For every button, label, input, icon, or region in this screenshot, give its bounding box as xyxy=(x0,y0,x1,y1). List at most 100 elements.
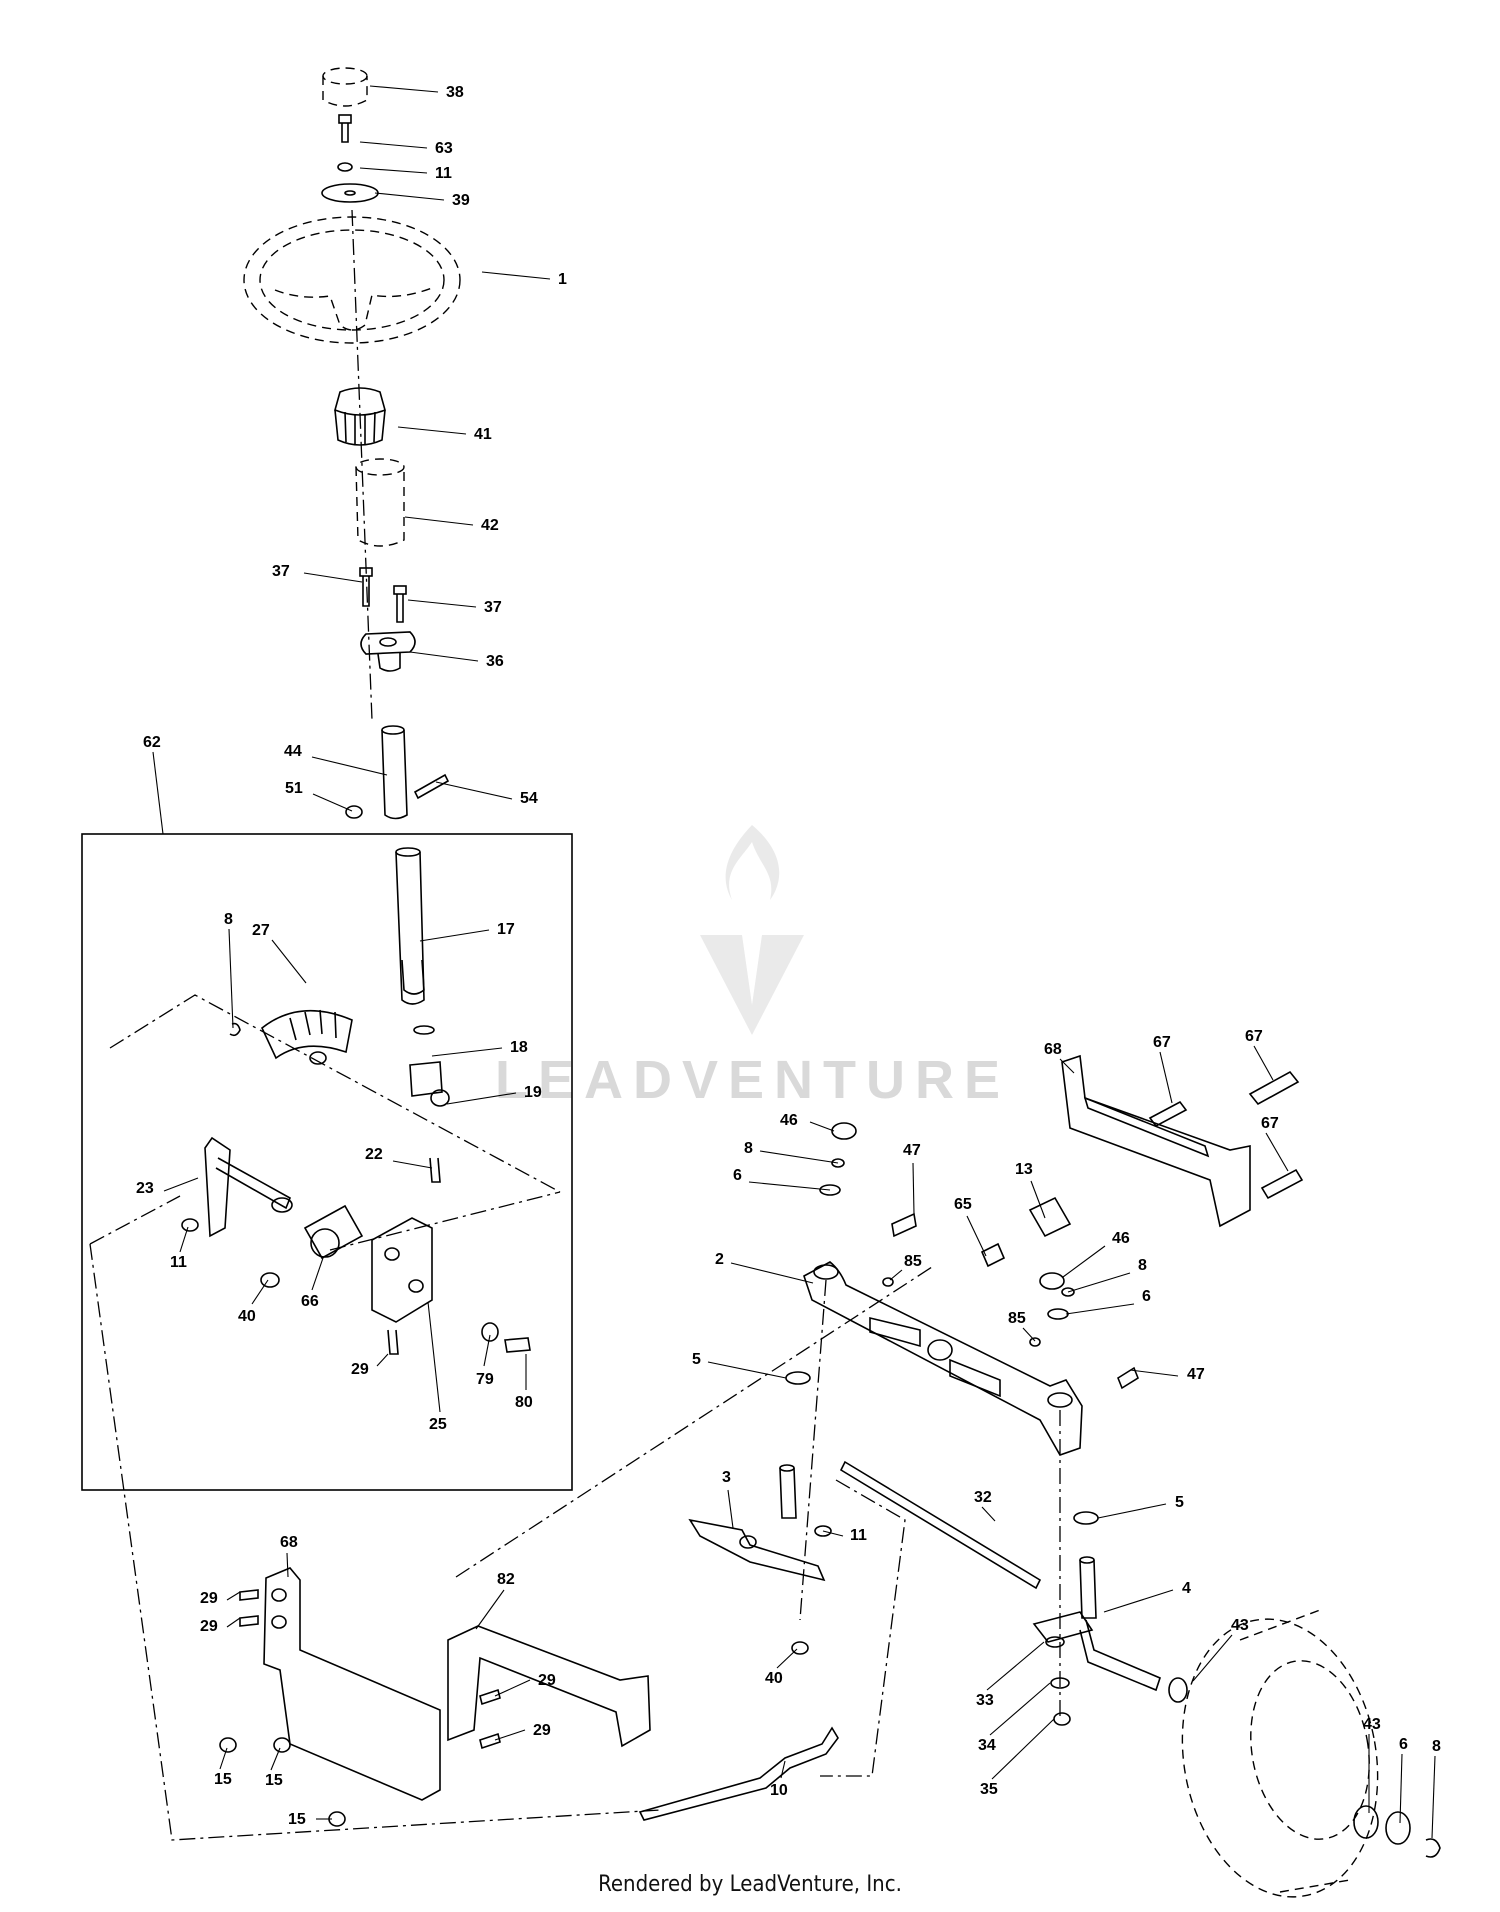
callout-label-c5b: 5 xyxy=(1175,1494,1184,1511)
callout-leader-c23 xyxy=(163,1177,199,1192)
frame-bracket-parts xyxy=(219,1567,651,1827)
callout-label-c11c: 11 xyxy=(850,1527,867,1544)
callout-leader-c65 xyxy=(966,1215,987,1257)
callout-leader-c82 xyxy=(475,1589,505,1630)
callout-label-c37a: 37 xyxy=(272,563,290,580)
callout-label-c15c: 15 xyxy=(288,1811,306,1828)
callout-label-c19: 19 xyxy=(524,1084,542,1101)
linkage-guide-line xyxy=(89,1243,661,1841)
callout-label-c6a: 6 xyxy=(733,1167,742,1184)
callout-leader-c25 xyxy=(427,1301,441,1413)
callout-label-c25: 25 xyxy=(429,1416,447,1433)
callout-leader-c63 xyxy=(359,141,428,149)
callout-label-c8d: 8 xyxy=(1432,1738,1441,1755)
callout-label-c34: 34 xyxy=(978,1737,996,1754)
callout-label-c33: 33 xyxy=(976,1692,994,1709)
callout-label-c38: 38 xyxy=(446,84,464,101)
callout-label-c47b: 47 xyxy=(1187,1366,1205,1383)
callout-label-c79: 79 xyxy=(476,1371,494,1388)
callout-label-c29d: 29 xyxy=(538,1672,556,1689)
callout-leader-c66 xyxy=(311,1257,324,1291)
callout-label-c51: 51 xyxy=(285,780,303,797)
callout-label-c11b: 11 xyxy=(170,1254,187,1271)
callout-leader-c17 xyxy=(419,929,490,942)
callout-label-c68a: 68 xyxy=(1044,1041,1062,1058)
callout-label-c15b: 15 xyxy=(265,1772,283,1789)
callout-leader-c33 xyxy=(986,1641,1045,1691)
callout-label-c22: 22 xyxy=(365,1146,383,1163)
callout-label-c29e: 29 xyxy=(533,1722,551,1739)
callout-label-c46b: 46 xyxy=(1112,1230,1130,1247)
callout-leader-c37b xyxy=(407,599,477,608)
callout-leader-c44 xyxy=(311,756,388,776)
callout-leader-c79 xyxy=(483,1334,491,1367)
callout-leader-c19 xyxy=(446,1092,517,1105)
callout-leader-c47b xyxy=(1129,1369,1179,1377)
callout-leader-c46a xyxy=(809,1121,835,1132)
callout-label-c68b: 68 xyxy=(280,1534,298,1551)
callout-label-c2: 2 xyxy=(715,1251,724,1268)
callout-label-c5a: 5 xyxy=(692,1351,701,1368)
steering-gear-subassembly-62 xyxy=(81,833,573,1491)
callout-label-c18: 18 xyxy=(510,1039,528,1056)
callout-leader-c8a xyxy=(228,928,234,1029)
watermark-logo-icon xyxy=(700,825,804,1035)
callout-label-c27: 27 xyxy=(252,922,270,939)
callout-leader-c38 xyxy=(369,85,439,93)
callout-label-c8a: 8 xyxy=(224,911,233,928)
callout-leader-c35 xyxy=(991,1718,1055,1780)
callout-leader-c8b xyxy=(759,1150,839,1164)
callout-leader-c6a xyxy=(748,1181,831,1191)
callout-leader-c40b xyxy=(776,1648,798,1669)
callout-label-c29b: 29 xyxy=(200,1590,218,1607)
callout-leader-c67c xyxy=(1265,1132,1289,1172)
callout-label-c43a: 43 xyxy=(1231,1617,1249,1634)
callout-leader-c43a xyxy=(1192,1634,1233,1682)
callout-label-c23: 23 xyxy=(136,1180,154,1197)
front-axle-parts xyxy=(638,1054,1304,1821)
callout-leader-c22 xyxy=(392,1160,433,1169)
callout-label-c67c: 67 xyxy=(1261,1115,1279,1132)
callout-leader-c15b xyxy=(270,1747,281,1771)
callout-leader-c67b xyxy=(1253,1045,1274,1081)
callout-leader-c5a xyxy=(707,1361,787,1379)
callout-leader-c6c xyxy=(1399,1753,1403,1824)
callout-label-c10: 10 xyxy=(770,1782,788,1799)
callout-label-c32: 32 xyxy=(974,1489,992,1506)
callout-leader-c85b xyxy=(1022,1327,1036,1342)
callout-label-c37b: 37 xyxy=(484,599,502,616)
callout-leader-c11a xyxy=(359,167,428,174)
callout-leader-c1 xyxy=(481,271,551,280)
callout-leader-c40a xyxy=(251,1279,269,1305)
callout-label-c63: 63 xyxy=(435,140,453,157)
callout-label-c46a: 46 xyxy=(780,1112,798,1129)
callout-label-c29a: 29 xyxy=(351,1361,369,1378)
callout-label-c17: 17 xyxy=(497,921,515,938)
callout-label-c47a: 47 xyxy=(903,1142,921,1159)
callout-label-c67b: 67 xyxy=(1245,1028,1263,1045)
callout-leader-c67a xyxy=(1159,1051,1173,1104)
callout-leader-c34 xyxy=(989,1682,1051,1736)
callout-label-c85a: 85 xyxy=(904,1253,922,1270)
footer-credit: Rendered by LeadVenture, Inc. xyxy=(598,1872,902,1897)
front-wheel-parts xyxy=(1168,1609,1441,1898)
callout-leader-c6b xyxy=(1065,1303,1135,1315)
callout-leader-c11b xyxy=(179,1226,189,1253)
callout-leader-c13 xyxy=(1030,1180,1046,1219)
callout-label-c41: 41 xyxy=(474,426,492,443)
callout-label-c8c: 8 xyxy=(1138,1257,1147,1274)
callout-leader-c3 xyxy=(727,1489,734,1529)
callout-label-c1: 1 xyxy=(558,271,567,288)
callout-leader-c2 xyxy=(730,1262,814,1284)
callout-leader-c68a xyxy=(1059,1058,1075,1074)
callout-leader-c29c xyxy=(226,1617,241,1628)
callout-label-c13: 13 xyxy=(1015,1161,1033,1178)
callout-leader-c29e xyxy=(494,1729,526,1741)
callout-label-c54: 54 xyxy=(520,790,538,807)
callout-leader-c85a xyxy=(889,1269,903,1281)
callout-label-c6b: 6 xyxy=(1142,1288,1151,1305)
callout-label-c42: 42 xyxy=(481,517,499,534)
callout-leader-c10 xyxy=(780,1760,786,1779)
